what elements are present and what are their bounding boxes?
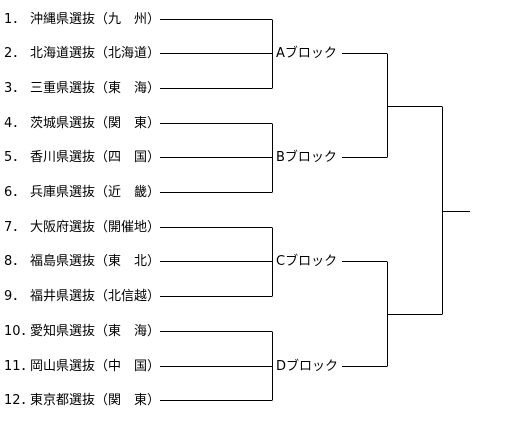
team-number-3: 3． [4,81,25,96]
team-name-6: 兵庫県選抜（近 畿） [30,184,160,200]
team-number-12: 12． [4,393,34,408]
team-number-11: 11． [4,359,34,374]
bracket-labels: 1． 沖縄県選抜（九 州） 2． 北海道選抜（北海道） 3． 三重県選抜（東 海） 4． 茨城… [4,11,338,408]
team-name-7: 大阪府選抜（開催地） [30,219,160,235]
bracket-lines [160,19,470,401]
team-number-9: 9． [4,289,25,304]
team-name-11: 岡山県選抜（中 国） [30,358,160,374]
team-number-2: 2． [4,46,25,61]
team-number-10: 10． [4,324,34,339]
team-number-7: 7． [4,220,25,235]
team-number-8: 8． [4,254,25,269]
block-label-4: Dブロック [276,358,338,374]
team-name-9: 福井県選抜（北信越） [30,288,160,304]
team-name-4: 茨城県選抜（関 東） [30,115,160,131]
team-number-4: 4． [4,116,25,131]
team-name-12: 東京都選抜（関 東） [30,392,160,408]
block-label-3: Cブロック [276,253,337,269]
team-name-8: 福島県選抜（東 北） [30,253,160,269]
team-number-1: 1． [4,12,25,27]
team-number-5: 5． [4,150,25,165]
team-number-6: 6． [4,185,25,200]
team-name-1: 沖縄県選抜（九 州） [30,11,160,27]
team-name-10: 愛知県選抜（東 海） [30,323,160,339]
team-name-2: 北海道選抜（北海道） [30,45,160,61]
block-label-2: Bブロック [276,149,337,165]
team-name-3: 三重県選抜（東 海） [30,80,160,96]
team-name-5: 香川県選抜（四 国） [30,149,160,165]
block-label-1: Aブロック [276,45,337,61]
